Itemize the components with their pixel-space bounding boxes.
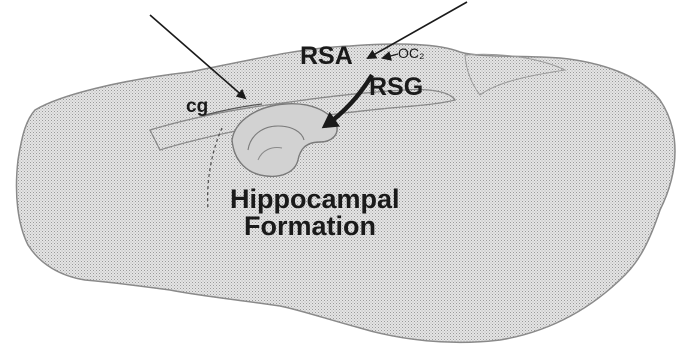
hippocampal-label-line1: Hippocampal xyxy=(230,186,390,213)
oc2-label: OC₂ xyxy=(398,46,424,60)
cg-label: cg xyxy=(186,97,208,116)
hippocampal-formation-label: Hippocampal Formation xyxy=(230,186,390,240)
rsg-label: RSG xyxy=(369,75,423,100)
rsa-label: RSA xyxy=(300,44,353,69)
hippocampal-label-line2: Formation xyxy=(230,213,390,240)
